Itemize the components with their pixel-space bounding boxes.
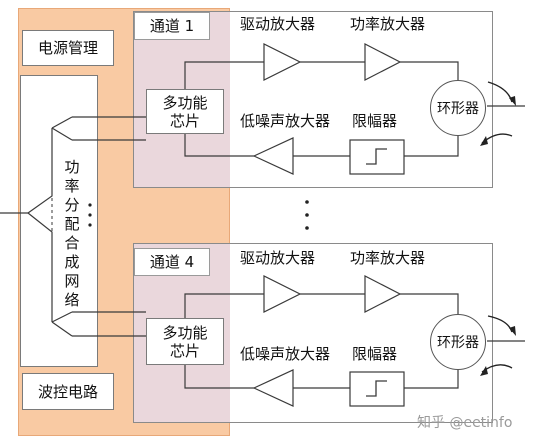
network-label-char: 合 xyxy=(64,234,80,252)
network-label-char: 配 xyxy=(64,215,80,233)
channel-1-chip-box: 多功能 芯片 xyxy=(146,89,224,134)
beam-control-label: 波控电路 xyxy=(37,382,98,401)
tree-fork-main xyxy=(27,128,53,302)
network-label-char: 络 xyxy=(64,291,80,309)
ch1-power-amp-icon xyxy=(364,43,402,81)
ch4-power-amp-icon xyxy=(364,275,402,313)
channel-1-chip-line-1: 多功能 xyxy=(162,93,208,112)
ch4-rx-path xyxy=(404,362,459,389)
beam-control-box: 波控电路 xyxy=(22,373,114,410)
channel-4-circulator-label: 环形器 xyxy=(437,335,479,351)
network-vertical-label: 功 率 分 配 合 成 网 络 xyxy=(63,158,81,310)
ch1-limiter-box xyxy=(349,139,405,175)
ch1-tx-arrow xyxy=(487,81,513,103)
ch4-limiter-box xyxy=(349,371,405,407)
channel-1-circulator: 环形器 xyxy=(430,80,486,136)
channel-1-driver-amp-label: 驱动放大器 xyxy=(240,15,316,33)
ch4-driver-amp-icon xyxy=(263,275,302,313)
channel-1-chip-line-2: 芯片 xyxy=(169,111,200,130)
ch1-tx-out xyxy=(400,61,459,86)
channel-ellipsis-dot xyxy=(305,200,309,204)
network-label-char: 分 xyxy=(64,196,80,214)
channel-4-chip-line-2: 芯片 xyxy=(169,341,200,360)
ch1-driver-amp-icon xyxy=(263,43,302,81)
channel-4-circulator: 环形器 xyxy=(430,314,486,370)
network-ellipsis-dot xyxy=(88,203,92,207)
channel-4-power-amp-label: 功率放大器 xyxy=(350,249,426,267)
ch1-limiter-icon xyxy=(366,148,387,165)
ch1-tx-path xyxy=(184,61,264,89)
channel-4-chip-line-1: 多功能 xyxy=(162,323,208,342)
channel-1-lna-label: 低噪声放大器 xyxy=(240,112,331,130)
channel-4-title-box: 通道 4 xyxy=(134,248,210,276)
network-ellipsis-dot xyxy=(88,213,92,217)
channel-1-circulator-label: 环形器 xyxy=(437,101,479,117)
tree-fork-top xyxy=(51,116,73,141)
network-label-char: 率 xyxy=(64,177,80,195)
ch1-rx-path xyxy=(404,128,459,157)
channel-1-power-amp-label: 功率放大器 xyxy=(350,15,426,33)
ch1-lna-icon xyxy=(252,137,294,175)
ch4-tx-arrowhead xyxy=(509,326,516,336)
channel-1-title-box: 通道 1 xyxy=(134,12,210,40)
channel-4-title: 通道 4 xyxy=(149,253,195,271)
network-label-char: 功 xyxy=(64,158,80,176)
ch4-lna-icon xyxy=(252,369,294,407)
channel-4-lna-label: 低噪声放大器 xyxy=(240,345,331,363)
ch4-rx-in xyxy=(184,365,254,389)
channel-1-limiter-label: 限幅器 xyxy=(352,112,398,130)
tree-fork-bottom xyxy=(51,311,73,337)
ch4-tx-arrow xyxy=(487,315,513,333)
ch1-rx-in xyxy=(184,134,254,157)
channel-4-limiter-label: 限幅器 xyxy=(352,345,398,363)
ch1-tx-arrowhead xyxy=(509,96,516,106)
network-label-char: 成 xyxy=(64,253,80,271)
ch4-limiter-icon xyxy=(366,380,387,397)
network-label-char: 网 xyxy=(64,272,80,290)
ch4-tx-out xyxy=(400,293,459,320)
channel-1-title: 通道 1 xyxy=(149,17,195,35)
ch4-rx-arrowhead xyxy=(480,366,488,376)
power-management-box: 电源管理 xyxy=(22,30,114,66)
ch1-rx-arrowhead xyxy=(480,136,488,146)
channel-ellipsis-dot xyxy=(305,226,309,230)
channel-4-chip-box: 多功能 芯片 xyxy=(146,318,224,365)
watermark: 知乎 @eetinfo xyxy=(417,415,513,431)
network-ellipsis-dot xyxy=(88,223,92,227)
power-management-label: 电源管理 xyxy=(37,39,98,57)
channel-4-driver-amp-label: 驱动放大器 xyxy=(240,249,316,267)
channel-ellipsis-dot xyxy=(305,213,309,217)
ch4-tx-path xyxy=(184,293,264,318)
